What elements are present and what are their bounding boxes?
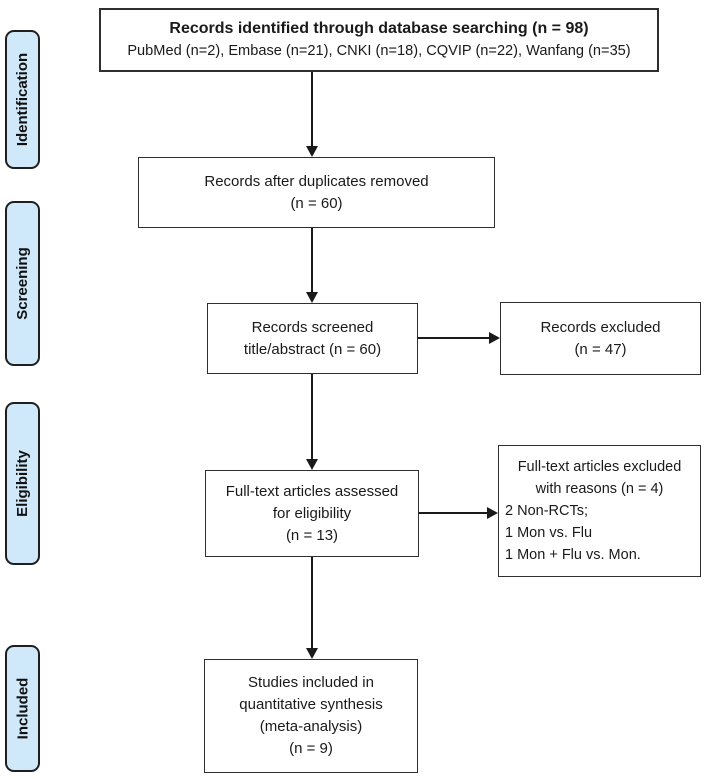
- box-duplicates-removed: Records after duplicates removed (n = 60…: [138, 157, 495, 228]
- fulltext-excluded-reason: 2 Non-RCTs;: [505, 503, 588, 519]
- fulltext-excluded-line2: with reasons (n = 4): [535, 481, 664, 497]
- fulltext-assessed-count: (n = 13): [285, 526, 339, 544]
- arrowhead-down-icon: [306, 459, 318, 470]
- stage-label-text: Eligibility: [14, 450, 31, 517]
- arrowhead-down-icon: [306, 648, 318, 659]
- fulltext-assessed-line1: Full-text articles assessed: [225, 482, 399, 500]
- box-records-screened: Records screened title/abstract (n = 60): [207, 303, 418, 374]
- arrow-screened-to-excluded: [418, 337, 490, 339]
- stage-label-included: Included: [5, 645, 40, 772]
- fulltext-assessed-line2: for eligibility: [272, 504, 352, 522]
- arrowhead-down-icon: [306, 292, 318, 303]
- arrowhead-down-icon: [306, 146, 318, 157]
- studies-included-count: (n = 9): [289, 740, 333, 757]
- records-identified-sources: PubMed (n=2), Embase (n=21), CNKI (n=18)…: [127, 43, 631, 59]
- fulltext-excluded-reason: 1 Mon vs. Flu: [505, 525, 593, 541]
- records-excluded-line1: Records excluded: [540, 318, 661, 336]
- records-screened-line1: Records screened: [251, 318, 374, 336]
- duplicates-removed-line1: Records after duplicates removed: [204, 172, 429, 190]
- stage-label-text: Identification: [14, 52, 31, 147]
- arrowhead-right-icon: [487, 507, 498, 519]
- box-records-excluded: Records excluded (n = 47): [500, 302, 701, 375]
- studies-included-line2: quantitative synthesis: [239, 696, 383, 713]
- stage-label-identification: Identification: [5, 30, 40, 169]
- arrow-duplicates-to-screened: [311, 228, 313, 293]
- box-records-identified: Records identified through database sear…: [99, 8, 659, 72]
- arrow-fulltext-to-ft-excluded: [419, 512, 488, 514]
- stage-label-eligibility: Eligibility: [5, 402, 40, 565]
- arrow-screened-to-fulltext: [311, 374, 313, 460]
- stage-label-screening: Screening: [5, 201, 40, 366]
- stage-label-text: Included: [14, 677, 32, 740]
- records-identified-title: Records identified through database sear…: [169, 20, 589, 37]
- box-fulltext-excluded: Full-text articles excluded with reasons…: [498, 445, 701, 577]
- fulltext-excluded-line1: Full-text articles excluded: [517, 459, 682, 475]
- fulltext-excluded-reason: 1 Mon + Flu vs. Mon.: [505, 547, 641, 563]
- records-screened-line2: title/abstract (n = 60): [243, 340, 382, 358]
- box-fulltext-assessed: Full-text articles assessed for eligibil…: [205, 470, 419, 557]
- arrow-fulltext-to-included: [311, 557, 313, 649]
- duplicates-removed-count: (n = 60): [290, 194, 343, 212]
- arrowhead-right-icon: [489, 332, 500, 344]
- studies-included-line3: (meta-analysis): [259, 718, 363, 735]
- stage-label-text: Screening: [14, 247, 31, 320]
- box-studies-included: Studies included in quantitative synthes…: [204, 659, 418, 773]
- arrow-identified-to-duplicates: [311, 72, 313, 147]
- studies-included-line1: Studies included in: [248, 674, 374, 691]
- records-excluded-count: (n = 47): [574, 340, 627, 358]
